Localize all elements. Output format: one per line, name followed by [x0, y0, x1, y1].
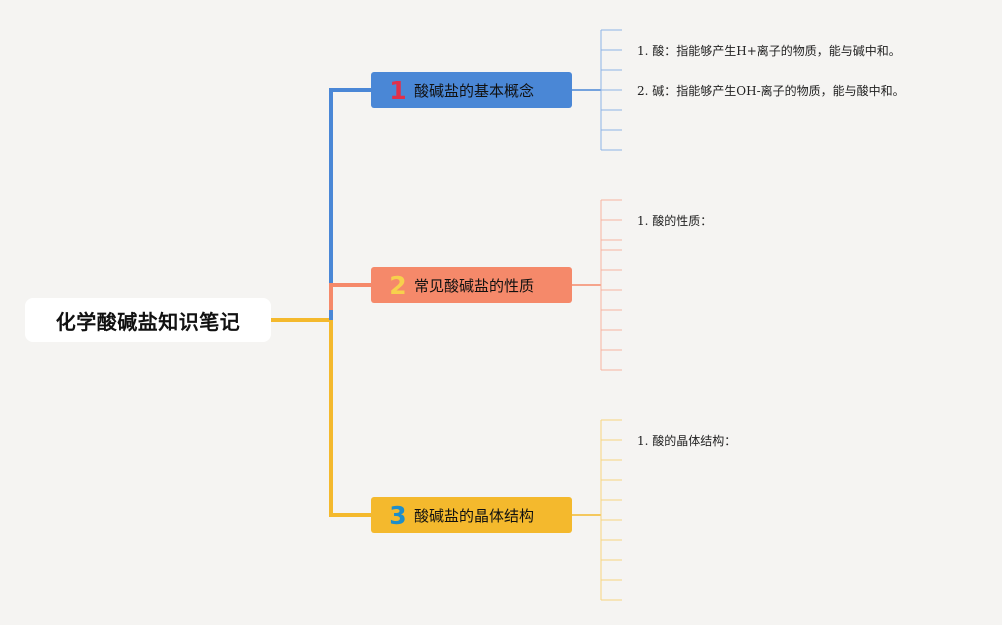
- branch-label: 酸碱盐的基本概念: [414, 81, 535, 100]
- branch-2-connector: [329, 283, 371, 310]
- leaf-base-definition[interactable]: 2. 碱：指能够产生OH-离子的物质，能与酸中和。: [637, 84, 905, 98]
- root-title: 化学酸碱盐知识笔记: [55, 309, 241, 334]
- leaf-acid-definition[interactable]: 1. 酸：指能够产生H+离子的物质，能与碱中和。: [637, 44, 901, 58]
- branch-2-leaf-ticks: [601, 199, 622, 371]
- branch-1-connector: [329, 88, 371, 320]
- branch-label: 酸碱盐的晶体结构: [414, 506, 535, 525]
- branch-3-connector: [329, 320, 371, 517]
- branch-number-badge: 1: [389, 75, 407, 105]
- leaf-acid-properties[interactable]: 1. 酸的性质：: [637, 214, 713, 228]
- branch-1-leaf-ticks: [601, 29, 622, 151]
- branch-number-badge: 2: [389, 270, 407, 300]
- branch-number-badge: 3: [389, 500, 407, 530]
- branch-node-basic-concepts[interactable]: 1 酸碱盐的基本概念: [371, 72, 572, 108]
- branch-node-properties[interactable]: 2 常见酸碱盐的性质: [371, 267, 572, 303]
- branch-3-leaf-ticks: [601, 419, 622, 601]
- root-node[interactable]: 化学酸碱盐知识笔记: [25, 298, 271, 342]
- branch-node-crystal-structure[interactable]: 3 酸碱盐的晶体结构: [371, 497, 572, 533]
- branch-label: 常见酸碱盐的性质: [414, 276, 535, 295]
- leaf-acid-crystal-structure[interactable]: 1. 酸的晶体结构：: [637, 434, 737, 448]
